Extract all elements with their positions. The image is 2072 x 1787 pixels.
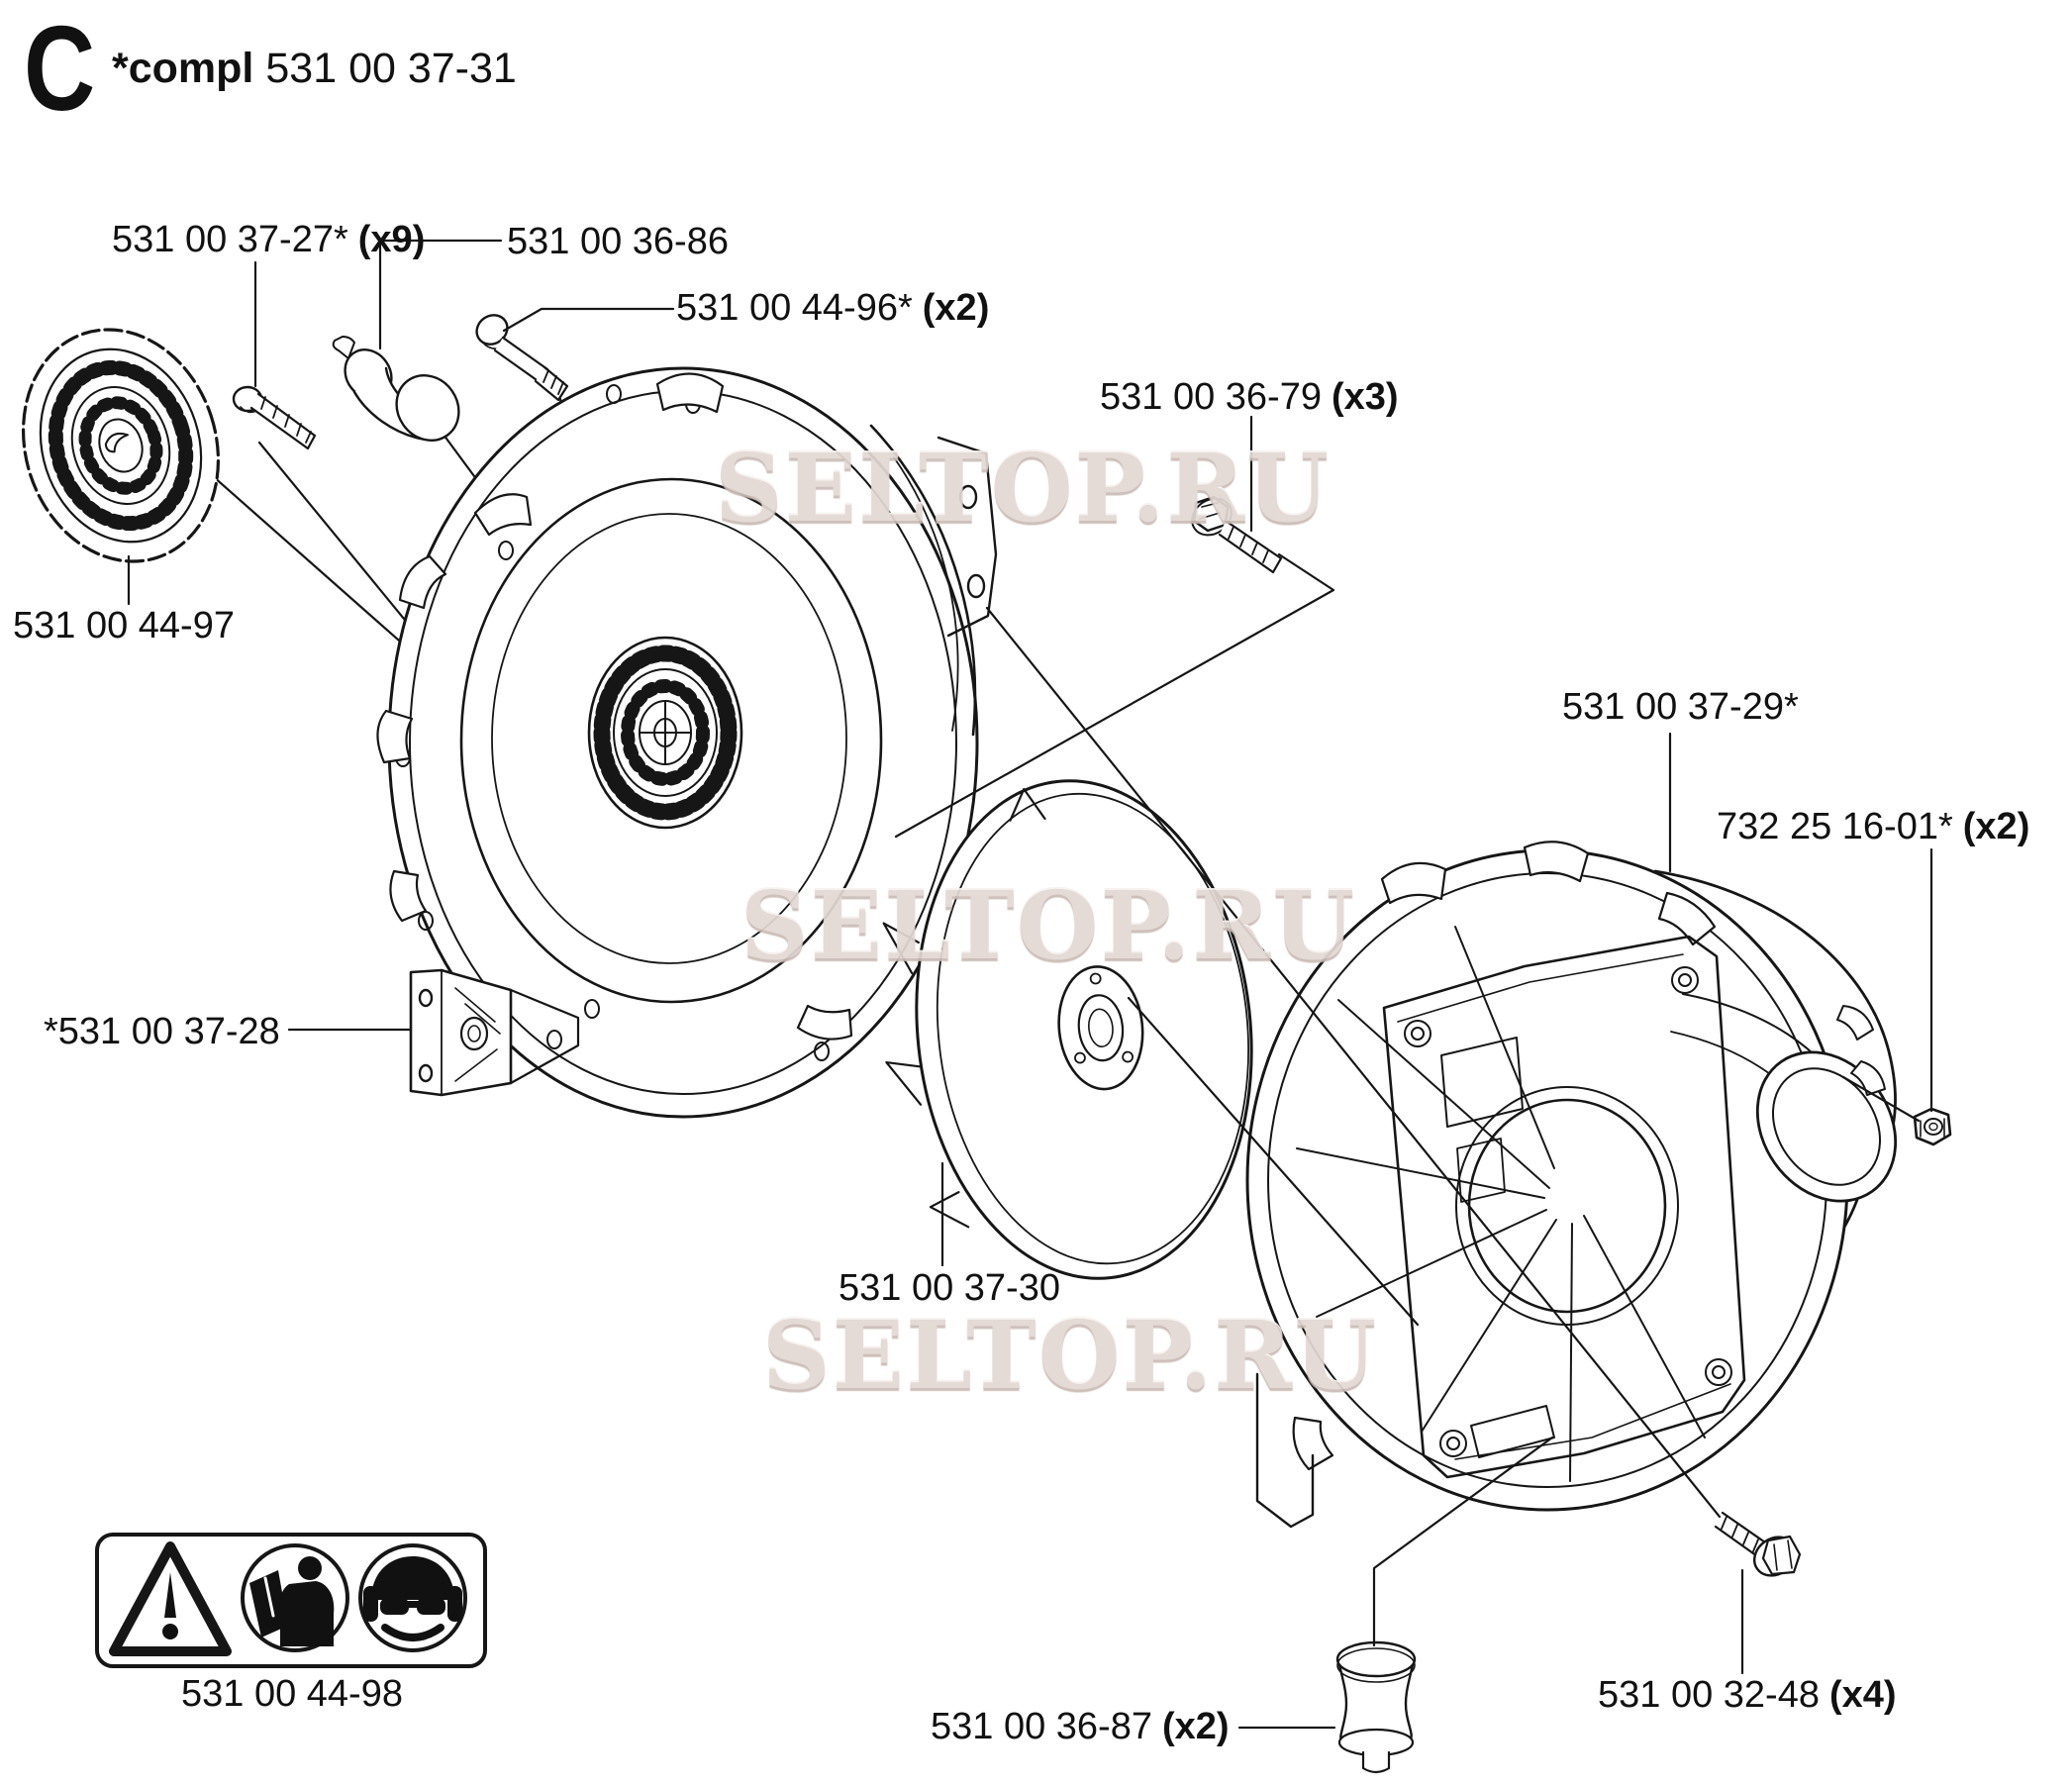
starter-grille-cup-drawing bbox=[21, 328, 221, 563]
read-manual-icon bbox=[241, 1543, 349, 1652]
hex-screw-drawing bbox=[1191, 495, 1283, 574]
part-label-7322516-01: 732 25 16-01*(x2) bbox=[1717, 806, 2030, 847]
part-label-5310036-86: 531 00 36-86 bbox=[507, 221, 729, 262]
warning-triangle-icon bbox=[109, 1541, 232, 1656]
nut-drawing bbox=[1913, 1107, 1952, 1146]
label-leader-lines bbox=[127, 239, 1933, 1730]
part-label-5310037-30: 531 00 37-30 bbox=[839, 1267, 1060, 1309]
part-label-5310044-97: 531 00 44-97 bbox=[13, 605, 235, 646]
long-bolt-drawing bbox=[475, 314, 569, 402]
compl-prefix: *compl bbox=[112, 45, 254, 92]
warning-decal-drawing bbox=[95, 1533, 487, 1668]
flange-bolt-drawing bbox=[1714, 1511, 1802, 1577]
fan-housing-outer-half-drawing bbox=[1245, 841, 1898, 1529]
screw-drawing bbox=[232, 385, 317, 450]
part-label-5310036-87: 531 00 36-87(x2) bbox=[931, 1706, 1230, 1747]
part-label-5310032-48: 531 00 32-48(x4) bbox=[1598, 1674, 1897, 1716]
fan-housing-inner-half-drawing bbox=[376, 366, 998, 1119]
compl-code: 531 00 37-31 bbox=[265, 45, 517, 92]
hearing-eye-protection-icon bbox=[358, 1543, 467, 1652]
part-label-5310037-27: 531 00 37-27*(x9) bbox=[112, 219, 426, 260]
part-label-5310044-96: 531 00 44-96*(x2) bbox=[676, 287, 990, 329]
part-label-5310037-28: *531 00 37-28 bbox=[44, 1011, 280, 1052]
part-label-5310044-98: 531 00 44-98 bbox=[181, 1673, 403, 1715]
section-letter: C bbox=[24, 1, 96, 136]
vibration-isolator-drawing bbox=[1335, 1640, 1417, 1774]
part-label-5310037-29: 531 00 37-29* bbox=[1562, 686, 1799, 728]
part-label-5310036-79: 531 00 36-79(x3) bbox=[1100, 376, 1399, 418]
fan-wheel-drawing bbox=[882, 779, 1253, 1280]
rubber-damper-drawing bbox=[332, 336, 460, 442]
